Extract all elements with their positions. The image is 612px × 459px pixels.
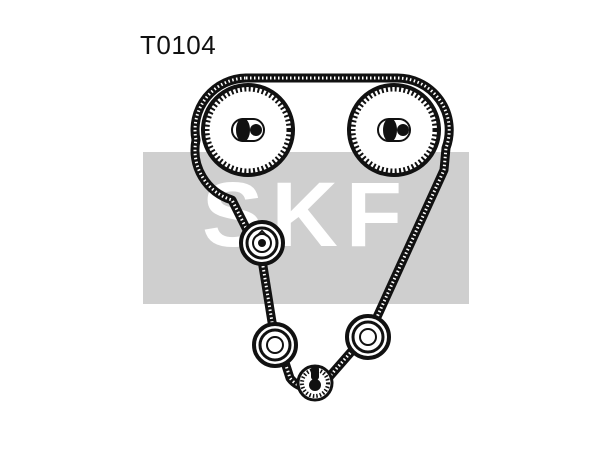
tensioner-pulley: [239, 220, 285, 266]
timing-belt: [190, 73, 454, 393]
logo-text: SKF: [202, 164, 410, 266]
idler-pulley-right: [345, 314, 391, 360]
camshaft-sprocket-right: [347, 83, 441, 177]
idler-pulley-left: [252, 322, 298, 368]
camshaft-sprocket-left: [201, 83, 295, 177]
crankshaft-sprocket: [296, 364, 334, 402]
part-code-label: T0104: [140, 30, 217, 60]
